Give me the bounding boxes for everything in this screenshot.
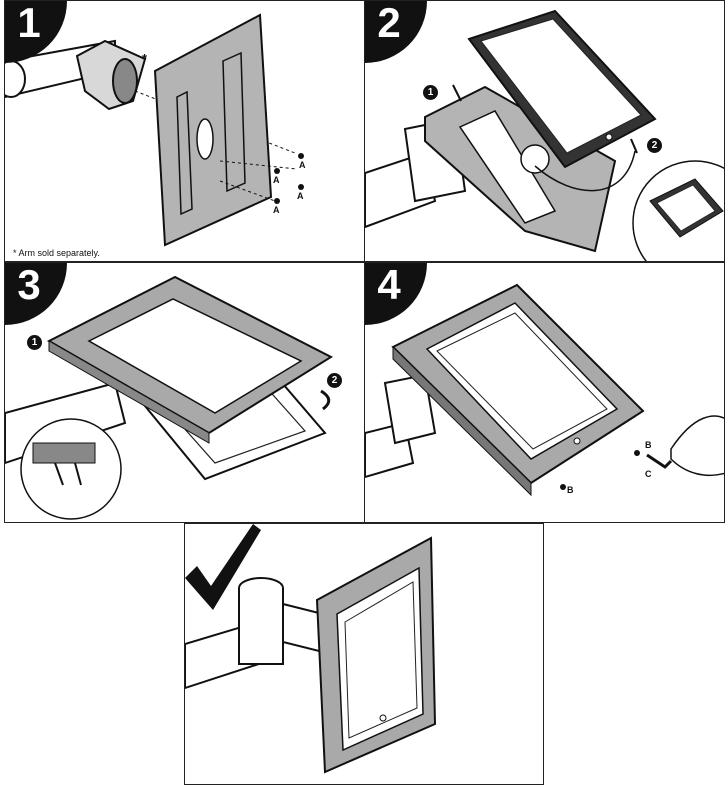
step-badge-2 xyxy=(365,1,427,63)
step-number-1: 1 xyxy=(17,0,41,46)
step-1-illustration xyxy=(5,13,304,247)
sub-step-1-marker: 1 xyxy=(423,85,438,100)
step-3-panel: 3 1 2 xyxy=(4,262,365,523)
step-badge-1 xyxy=(5,1,67,63)
sub-step-1-marker: 1 xyxy=(27,335,42,350)
final-result-panel xyxy=(184,523,544,785)
step-4-illustration xyxy=(365,283,724,497)
step-badge-4 xyxy=(365,263,427,325)
step-number-3: 3 xyxy=(17,262,41,308)
screw-label-b-1: B xyxy=(567,485,574,495)
screw-label-a-2: A xyxy=(273,175,280,185)
screw-label-a-4: A xyxy=(273,205,280,215)
hex-key-label-c: C xyxy=(645,469,652,479)
final-illustration xyxy=(185,536,437,774)
step-badge-3 xyxy=(5,263,67,325)
sub-step-2-marker: 2 xyxy=(327,373,342,388)
step-2-illustration xyxy=(365,9,724,261)
step-2-panel: 2 1 2 xyxy=(364,0,725,262)
step-1-panel: 1 * A A A A * Arm sold separately. xyxy=(4,0,365,262)
screw-label-b-2: B xyxy=(645,440,652,450)
screw-label-a-3: A xyxy=(297,191,304,201)
sub-step-2-marker: 2 xyxy=(647,138,662,153)
check-mark-icon xyxy=(185,524,261,610)
arm-star-marker: * xyxy=(142,51,148,66)
step-number-4: 4 xyxy=(377,262,401,308)
step-3-illustration xyxy=(5,275,334,520)
step-number-2: 2 xyxy=(377,0,401,46)
step-4-panel: 4 B B C xyxy=(364,262,725,523)
screw-label-a-1: A xyxy=(299,160,306,170)
arm-sold-separately-note: * Arm sold separately. xyxy=(13,248,100,258)
